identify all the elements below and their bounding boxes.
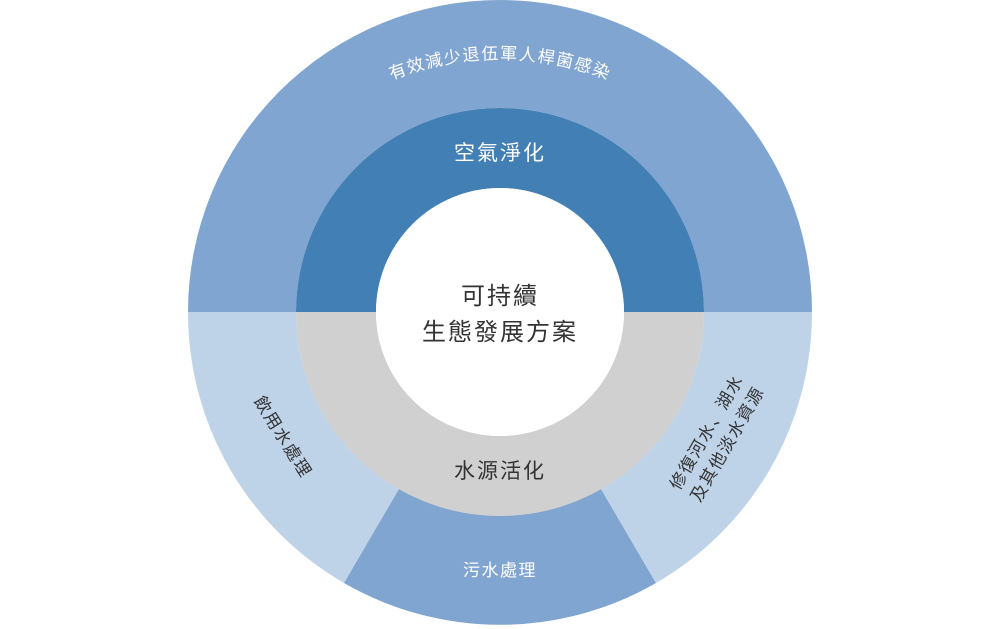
- center-title-line2: 生態發展方案: [422, 318, 578, 346]
- center-circle: [376, 188, 624, 436]
- outer-segment-air: [188, 0, 812, 312]
- inner-label-air-purification: 空氣淨化: [454, 141, 546, 165]
- outer-segment-freshwater-restoration: [601, 312, 813, 583]
- center-title-line1: 可持續: [461, 282, 539, 310]
- outer-segment-drinking-water: [187, 312, 399, 583]
- outer-segment-sewage: [344, 489, 656, 625]
- inner-segment-air-purification: [296, 108, 704, 312]
- outer-label-sewage: 污水處理: [463, 561, 537, 581]
- inner-segment-water-revitalization: [296, 312, 704, 516]
- inner-label-water-revitalization: 水源活化: [454, 459, 546, 483]
